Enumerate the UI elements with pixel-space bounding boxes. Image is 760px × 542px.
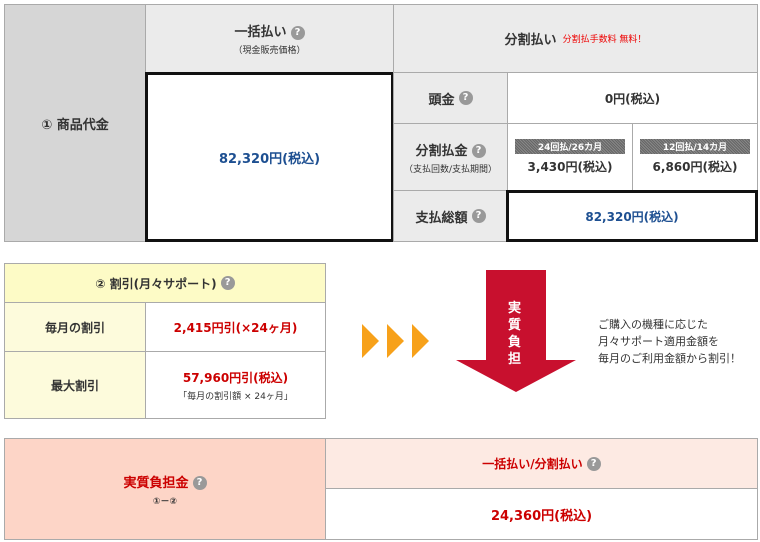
net-value: 24,360円(税込) — [325, 488, 758, 540]
installment-header: 分割払い 分割払手数料 無料！ — [393, 4, 758, 73]
monthly-label: 分割払金? （支払回数/支払期間） — [393, 123, 508, 191]
value-text: 57,960円引(税込) — [182, 370, 289, 385]
note-line: 毎月のご利用金額から割引！ — [598, 352, 741, 365]
discount-max-value: 57,960円引(税込) 「毎月の割引額 × 24ヶ月」 — [145, 351, 326, 419]
value-text: 2,415円引(×24ヶ月) — [173, 320, 298, 335]
fee-note: 分割払手数料 無料！ — [562, 35, 647, 45]
total-label-text: 支払総額 — [415, 210, 468, 226]
discount-max-label: 最大割引 — [4, 351, 146, 419]
note-line: 月々サポート適用金額を — [598, 335, 719, 348]
note: ご購入の機種に応じた 月々サポート適用金額を 毎月のご利用金額から割引！ — [598, 316, 741, 367]
net-label-text: 実質負担金 — [123, 475, 189, 491]
plan-value: 3,430円(税込) — [527, 160, 613, 174]
note-line: ご購入の機種に応じた — [598, 318, 708, 331]
arrow-label: 実質負担 — [508, 301, 522, 367]
plan-tag: 24回払/26カ月 — [515, 139, 625, 154]
discount-header: ② 割引(月々サポート)? — [4, 263, 326, 303]
down-value: 0円(税込) — [507, 72, 758, 124]
discount-title: ② 割引(月々サポート) — [95, 276, 217, 291]
plan-tag: 12回払/14カ月 — [640, 139, 750, 154]
help-icon[interactable]: ? — [586, 456, 601, 471]
help-icon[interactable]: ? — [471, 144, 486, 158]
label-text: 毎月の割引 — [44, 320, 105, 335]
label-text: 最大割引 — [50, 378, 99, 393]
plan-12: 12回払/14カ月 6,860円(税込) — [632, 123, 758, 191]
lump-header: 一括払い? （現金販売価格） — [145, 4, 394, 73]
lump-title: 一括払い — [234, 25, 287, 40]
product-label-text: ① 商品代金 — [41, 117, 109, 133]
product-label: ① 商品代金 — [4, 4, 146, 242]
down-value-text: 0円(税込) — [604, 91, 661, 106]
installment-title: 分割払い — [504, 33, 557, 48]
total-value-text: 82,320円(税込) — [585, 209, 679, 224]
down-label-text: 頭金 — [428, 92, 455, 108]
plan-24: 24回払/26カ月 3,430円(税込) — [507, 123, 633, 191]
discount-monthly-value: 2,415円引(×24ヶ月) — [145, 302, 326, 352]
net-value-text: 24,360円(税込) — [490, 508, 593, 524]
lump-sub: （現金販売価格） — [233, 46, 306, 56]
lump-value: 82,320円(税込) — [145, 72, 394, 242]
help-icon[interactable]: ? — [192, 476, 207, 490]
max-sub: 「毎月の割引額 × 24ヶ月」 — [178, 391, 293, 402]
net-label: 実質負担金? ①－② — [4, 438, 326, 540]
plan-value: 6,860円(税込) — [652, 160, 738, 174]
monthly-sub: （支払回数/支払期間） — [403, 164, 498, 175]
help-icon[interactable]: ? — [220, 276, 235, 290]
help-icon[interactable]: ? — [290, 25, 305, 40]
lump-value-text: 82,320円(税込) — [218, 151, 321, 167]
total-value: 82,320円(税込) — [506, 190, 758, 242]
down-label: 頭金? — [393, 72, 508, 124]
net-sub: ①－② — [152, 496, 178, 507]
total-label: 支払総額? — [393, 190, 508, 242]
down-arrow: 実質負担 — [456, 270, 576, 392]
net-header-text: 一括払い/分割払い — [482, 457, 583, 471]
net-header: 一括払い/分割払い? — [325, 438, 758, 489]
chevron-right-icon — [387, 324, 404, 358]
help-icon[interactable]: ? — [458, 91, 473, 105]
help-icon[interactable]: ? — [471, 209, 486, 223]
discount-monthly-label: 毎月の割引 — [4, 302, 146, 352]
chevron-right-icon — [412, 324, 429, 358]
monthly-label-text: 分割払金 — [415, 143, 468, 159]
chevron-right-icon — [362, 324, 379, 358]
